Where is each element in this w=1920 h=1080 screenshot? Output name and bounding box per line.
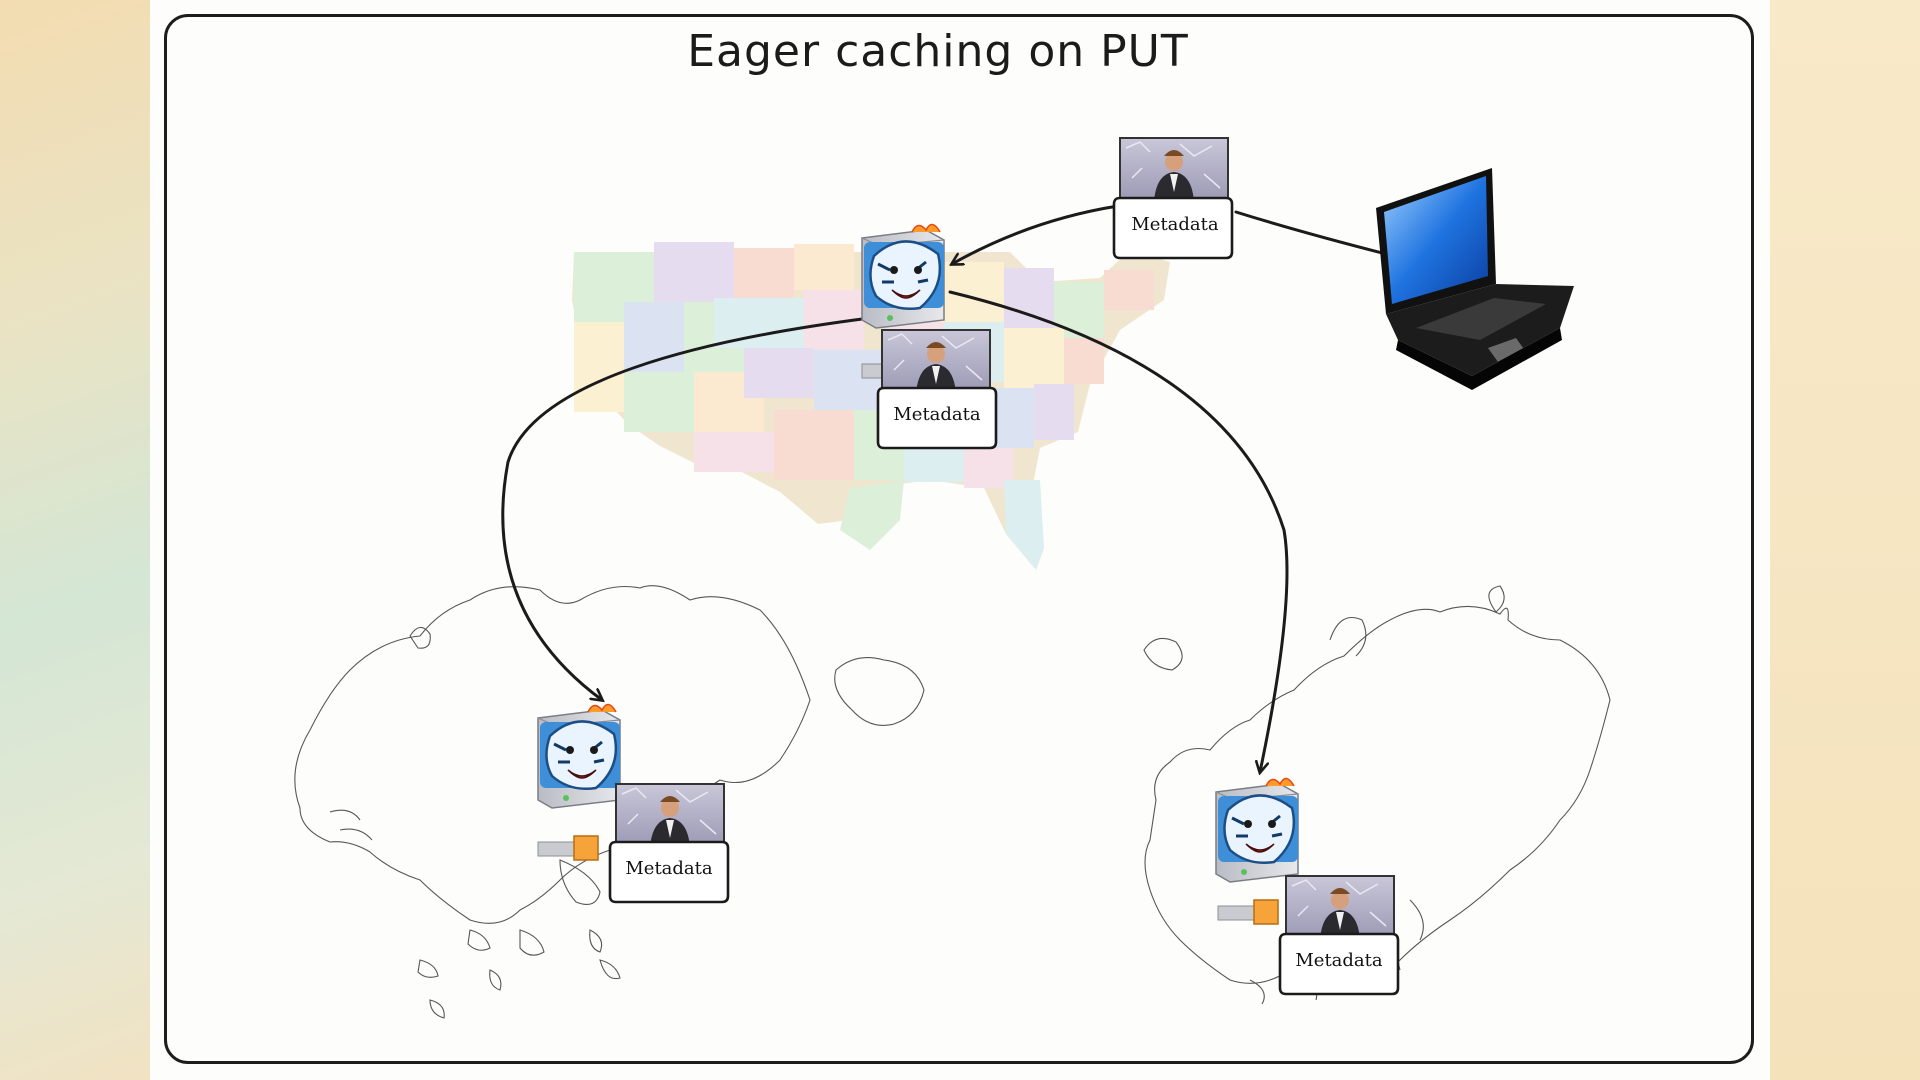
asia-server: Metadata <box>536 702 730 904</box>
us-server-metadata-label: Metadata <box>893 404 981 425</box>
tiger-server-icon <box>536 702 622 810</box>
asia-map <box>294 585 925 1019</box>
arrow-us-to-asia <box>501 316 872 700</box>
diagram-frame <box>164 14 1754 1064</box>
us-server: Metadata <box>860 222 998 450</box>
background-left-panel <box>0 0 152 1080</box>
origin-metadata-label: Metadata <box>1131 214 1219 235</box>
asia-server-metadata-label: Metadata <box>625 858 713 879</box>
us-map <box>572 242 1170 570</box>
arrow-us-to-europe <box>948 290 1289 772</box>
arrow-origin-to-us-server <box>952 204 1120 264</box>
tiger-server-icon <box>1214 776 1300 884</box>
arrows <box>501 204 1392 772</box>
slide-canvas <box>150 0 1770 1080</box>
europe-server: Metadata <box>1214 776 1400 996</box>
laptop-icon <box>1376 168 1574 390</box>
europe-server-metadata-label: Metadata <box>1295 950 1383 971</box>
tiger-server-icon <box>860 222 946 330</box>
origin-metadata: Metadata <box>1112 137 1234 260</box>
page-title: Eager caching on PUT <box>687 26 1189 77</box>
background-right-panel <box>1768 0 1920 1080</box>
arrow-laptop-to-origin <box>1234 210 1392 257</box>
